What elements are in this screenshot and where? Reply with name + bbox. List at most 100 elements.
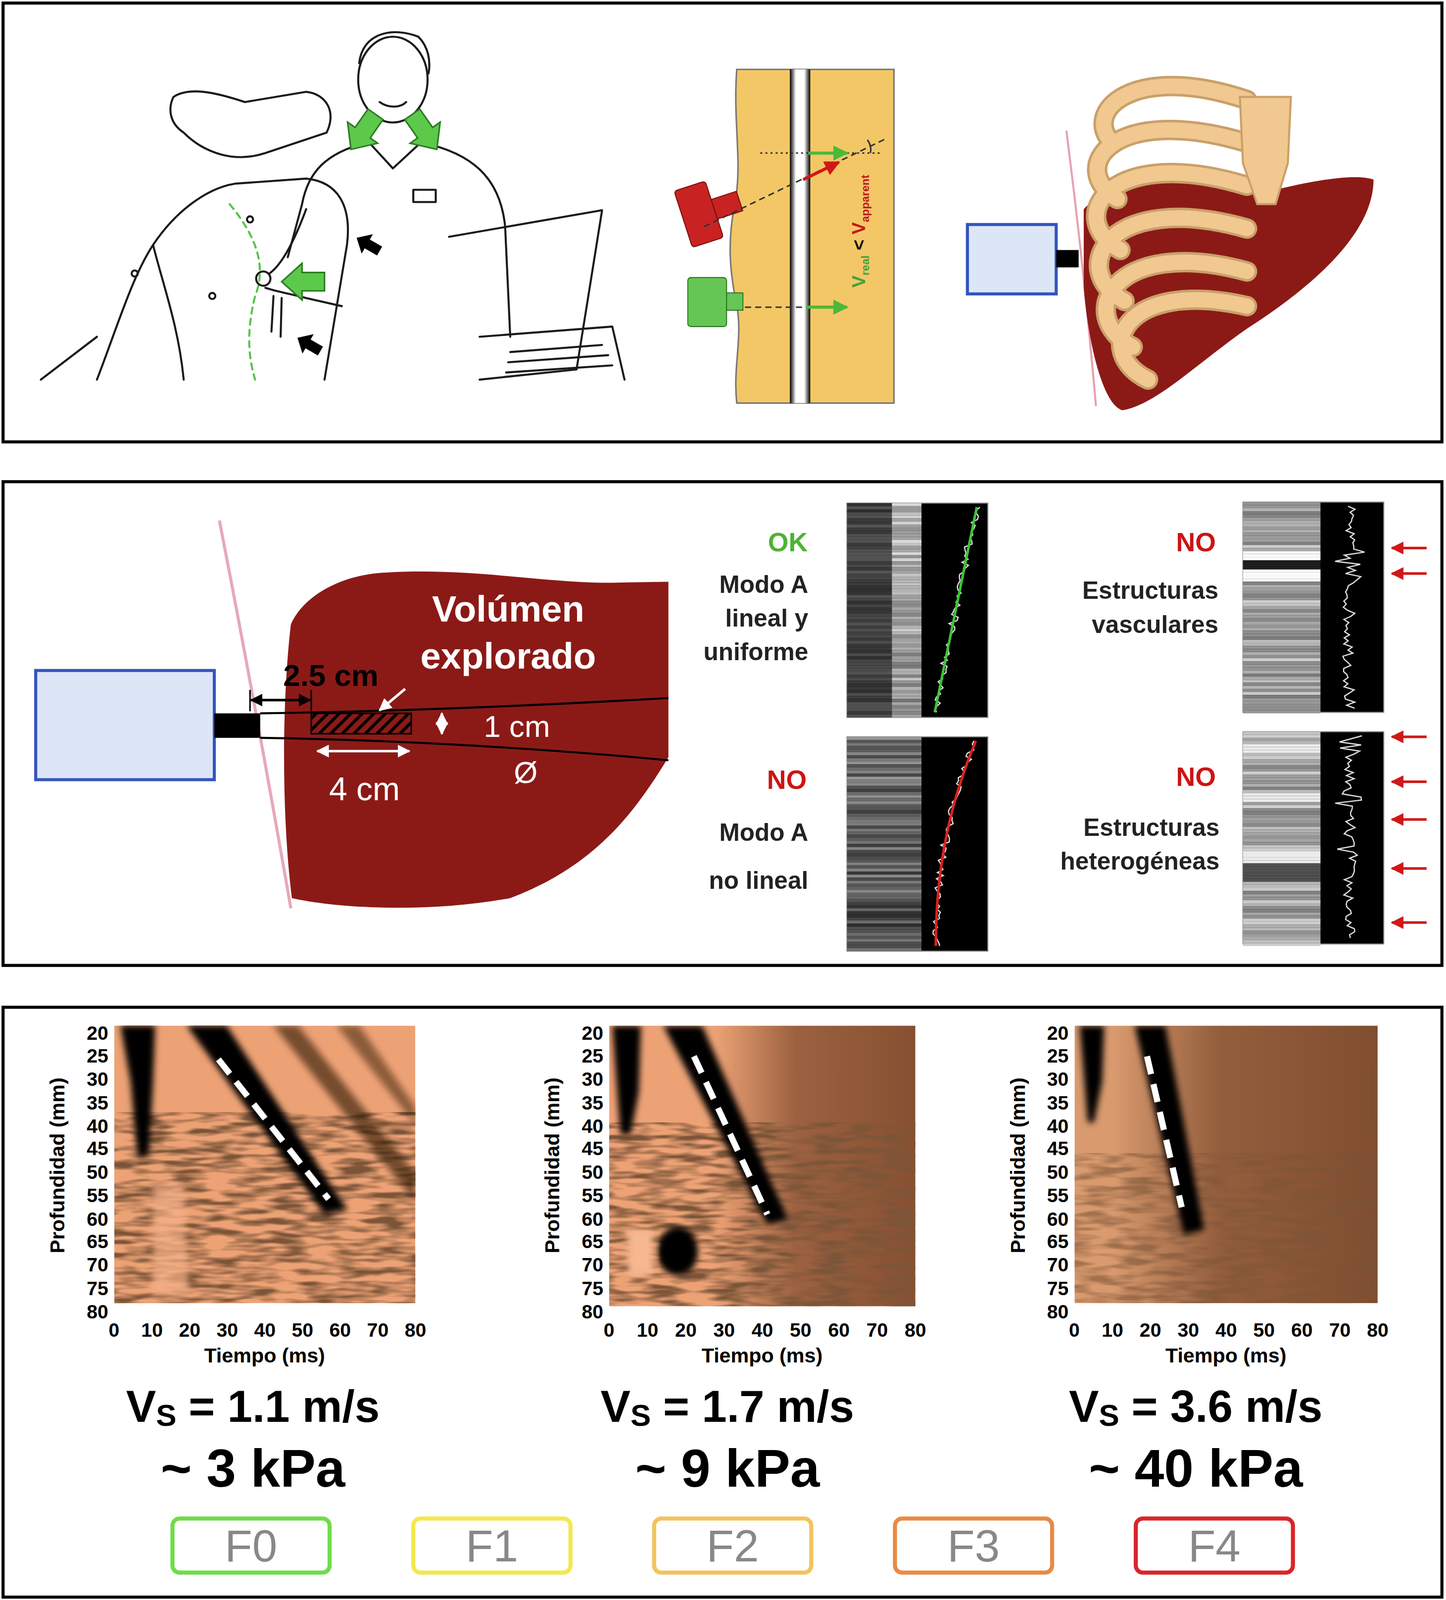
a-mode-images — [891, 530, 922, 534]
a-mode-images — [1243, 844, 1321, 848]
explored-volume-drawing — [260, 697, 669, 714]
tick-label: 80 — [581, 1301, 604, 1321]
a-mode-images — [847, 555, 893, 559]
a-mode-images — [847, 742, 922, 746]
a-mode-images — [891, 643, 922, 647]
a-mode-images — [1243, 624, 1321, 628]
comparison-sign: < — [848, 239, 869, 250]
elastogram-plot — [693, 1056, 768, 1215]
a-mode-images — [1243, 612, 1321, 616]
a-mode-images — [847, 597, 893, 601]
tick-label: 60 — [827, 1319, 850, 1340]
a-mode-images — [847, 564, 893, 568]
a-mode-images — [1243, 541, 1321, 545]
a-mode-images — [1243, 615, 1321, 619]
tick-label: 65 — [1047, 1231, 1069, 1252]
a-mode-images — [891, 668, 922, 672]
a-mode-images — [891, 585, 922, 589]
a-mode-images — [1243, 508, 1321, 512]
a-mode-images — [891, 579, 922, 583]
a-mode-images — [891, 705, 922, 709]
a-mode-images — [1243, 697, 1321, 701]
tick-label: 70 — [86, 1254, 109, 1275]
tick-label: 30 — [216, 1319, 239, 1340]
operator-sketch — [479, 326, 625, 380]
a-mode-images — [1335, 735, 1362, 938]
operator-sketch — [359, 32, 430, 74]
vessel-drawing — [687, 277, 727, 327]
stiffness-value: ~ 3 kPa — [160, 1439, 346, 1500]
a-mode-images — [847, 503, 989, 718]
a-mode-images — [891, 628, 922, 632]
a-mode-images — [891, 714, 922, 718]
tick-label: 60 — [86, 1208, 109, 1229]
elastogram-plot — [612, 1025, 788, 1276]
liver-ribs-drawing — [967, 224, 1057, 294]
a-mode-images — [847, 810, 922, 814]
a-mode-images — [891, 650, 922, 654]
tick-label: 40 — [1215, 1319, 1238, 1340]
a-mode-images — [847, 862, 922, 866]
a-mode-images — [1243, 750, 1321, 754]
tick-label: 50 — [291, 1319, 314, 1340]
a-mode-images — [1243, 906, 1321, 910]
a-mode-images — [1243, 609, 1321, 613]
a-mode-images — [847, 607, 893, 611]
tick-label: 0 — [603, 1319, 615, 1340]
a-mode-images — [847, 874, 922, 878]
a-mode-images — [891, 503, 922, 507]
a-mode-images — [891, 695, 922, 699]
a-mode-images — [847, 705, 893, 709]
a-mode-images — [1243, 795, 1321, 799]
a-mode-images — [891, 518, 922, 522]
stage-label: F4 — [1188, 1523, 1241, 1569]
a-mode-images — [847, 588, 893, 592]
a-mode-images — [1243, 649, 1321, 653]
a-mode-images — [1243, 814, 1321, 818]
explored-volume-drawing — [35, 520, 669, 909]
a-mode-images — [1243, 924, 1321, 928]
status-label: NO — [767, 765, 807, 797]
a-mode-images — [1243, 783, 1321, 787]
explored-volume-drawing — [311, 713, 412, 734]
a-mode-images — [847, 530, 893, 534]
a-mode-images — [891, 597, 922, 601]
a-mode-images — [891, 616, 922, 620]
a-mode-images — [891, 622, 922, 626]
a-mode-images — [847, 708, 893, 712]
tick-label: 50 — [581, 1162, 604, 1182]
a-mode-images — [935, 740, 976, 946]
tick-label: 65 — [581, 1231, 604, 1252]
tick-label: 50 — [1047, 1162, 1069, 1182]
a-mode-images — [847, 570, 893, 574]
a-mode-images — [847, 739, 922, 743]
a-mode-images — [1243, 502, 1321, 506]
a-mode-images — [847, 616, 893, 620]
a-mode-images — [1243, 869, 1321, 873]
a-mode-images — [891, 533, 922, 537]
tick-label: 20 — [1047, 1022, 1069, 1043]
a-mode-images — [891, 683, 922, 687]
a-mode-images — [847, 579, 893, 583]
stiffness-value: ~ 9 kPa — [635, 1439, 820, 1500]
a-mode-images — [847, 758, 922, 762]
tick-label: 65 — [86, 1231, 109, 1252]
a-mode-images — [1243, 511, 1321, 515]
a-mode-images — [847, 840, 922, 844]
operator-sketch — [448, 210, 602, 380]
a-mode-images — [847, 643, 893, 647]
a-mode-images — [847, 767, 922, 771]
a-mode-images — [847, 567, 893, 571]
a-mode-images — [847, 791, 922, 795]
a-mode-images — [847, 920, 922, 924]
a-mode-images — [891, 567, 922, 571]
a-mode-images — [891, 588, 922, 592]
a-mode-images — [1243, 780, 1321, 784]
a-mode-images — [847, 671, 893, 675]
a-mode-images — [1243, 639, 1321, 643]
a-mode-images — [847, 834, 922, 838]
a-mode-images — [847, 711, 893, 715]
a-mode-images — [847, 631, 893, 635]
tick-label: 40 — [86, 1115, 109, 1136]
